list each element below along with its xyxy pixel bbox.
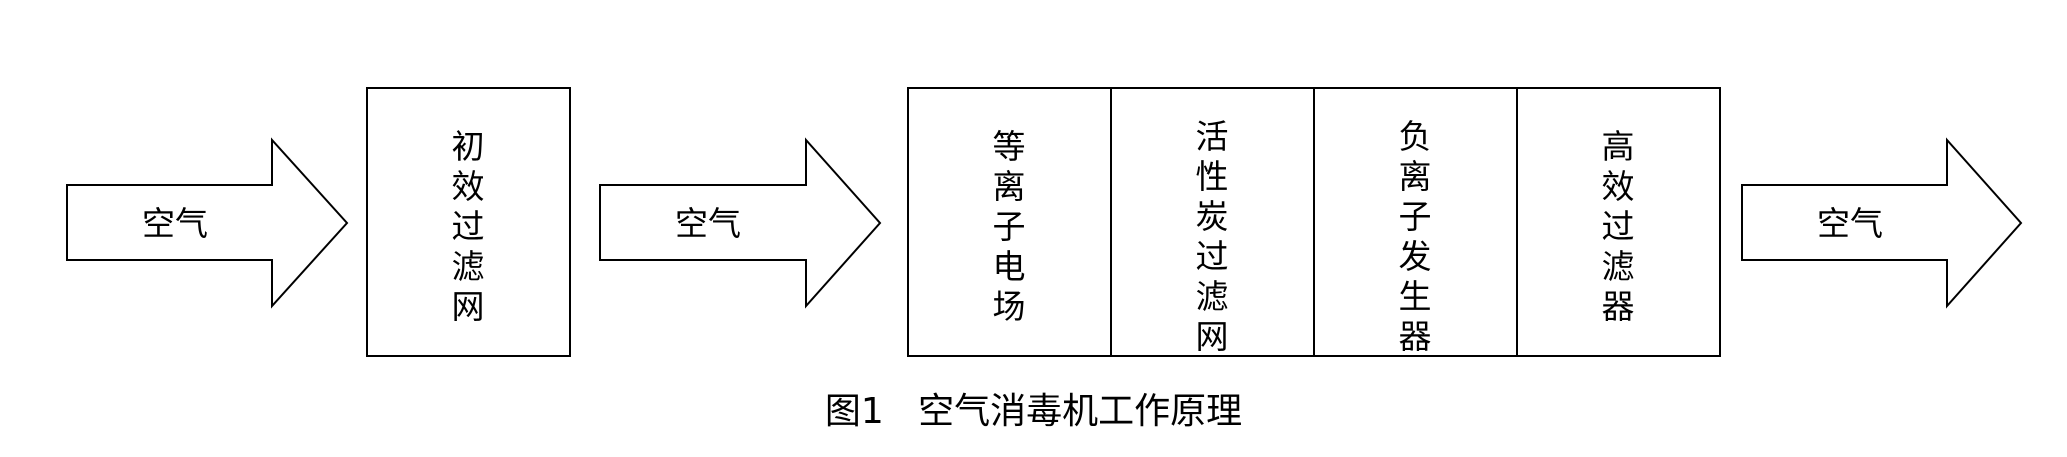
- stage-label-char: 等: [993, 127, 1026, 166]
- stage-label-hepa-filter: 高效过滤器: [1602, 127, 1635, 326]
- stage-label-char: 电: [993, 247, 1026, 286]
- arrow-2: 空气: [599, 137, 882, 309]
- stage-label-char: 过: [1602, 207, 1635, 246]
- stage-label-char: 发: [1399, 237, 1432, 276]
- stage-label-char: 活: [1196, 117, 1229, 156]
- stage-label-char: 负: [1399, 117, 1432, 156]
- arrow-3: 空气: [1741, 137, 2023, 309]
- stage-label-primary-filter: 初效过滤网: [452, 127, 485, 326]
- stage-label-char: 子: [993, 207, 1026, 246]
- stage-label-negative-ion-generator: 负离子发生器: [1399, 117, 1432, 356]
- stage-label-activated-carbon-filter: 活性炭过滤网: [1196, 117, 1229, 356]
- stage-label-char: 器: [1602, 287, 1635, 326]
- stage-label-char: 场: [993, 287, 1026, 326]
- arrow-1-label: 空气: [142, 204, 208, 243]
- stage-label-char: 过: [1196, 237, 1229, 276]
- stage-label-char: 初: [452, 127, 485, 166]
- stage-label-char: 离: [1399, 157, 1432, 196]
- flow-diagram: 空气 空气 空气 初效过滤网 等离子电场 活性炭过滤网 负离子发生器 高效过滤器: [66, 87, 2023, 357]
- arrow-3-label: 空气: [1817, 204, 1883, 243]
- stage-label-char: 网: [452, 287, 485, 326]
- stage-negative-ion-generator: 负离子发生器: [1313, 87, 1518, 357]
- stage-label-char: 子: [1399, 197, 1432, 236]
- figure-caption: 图1 空气消毒机工作原理: [0, 390, 2067, 434]
- stage-label-char: 生: [1399, 277, 1432, 316]
- figure-title: 空气消毒机工作原理: [918, 391, 1243, 432]
- stage-label-char: 性: [1196, 157, 1229, 196]
- stage-label-char: 炭: [1196, 197, 1229, 236]
- stage-hepa-filter: 高效过滤器: [1516, 87, 1721, 357]
- stage-label-char: 离: [993, 167, 1026, 206]
- figure-number: 图1: [824, 391, 884, 432]
- stage-label-char: 滤: [1602, 247, 1635, 286]
- arrow-1: 空气: [66, 137, 349, 309]
- stage-activated-carbon-filter: 活性炭过滤网: [1110, 87, 1315, 357]
- stage-label-char: 高: [1602, 127, 1635, 166]
- stage-label-char: 滤: [452, 247, 485, 286]
- arrow-2-label: 空气: [675, 204, 741, 243]
- stage-label-char: 网: [1196, 317, 1229, 356]
- stage-label-char: 器: [1399, 317, 1432, 356]
- stage-label-char: 滤: [1196, 277, 1229, 316]
- stage-plasma-field: 等离子电场: [907, 87, 1112, 357]
- stage-label-plasma-field: 等离子电场: [993, 127, 1026, 326]
- stage-label-char: 过: [452, 207, 485, 246]
- stage-label-char: 效: [1602, 167, 1635, 206]
- stage-label-char: 效: [452, 167, 485, 206]
- stage-primary-filter: 初效过滤网: [366, 87, 571, 357]
